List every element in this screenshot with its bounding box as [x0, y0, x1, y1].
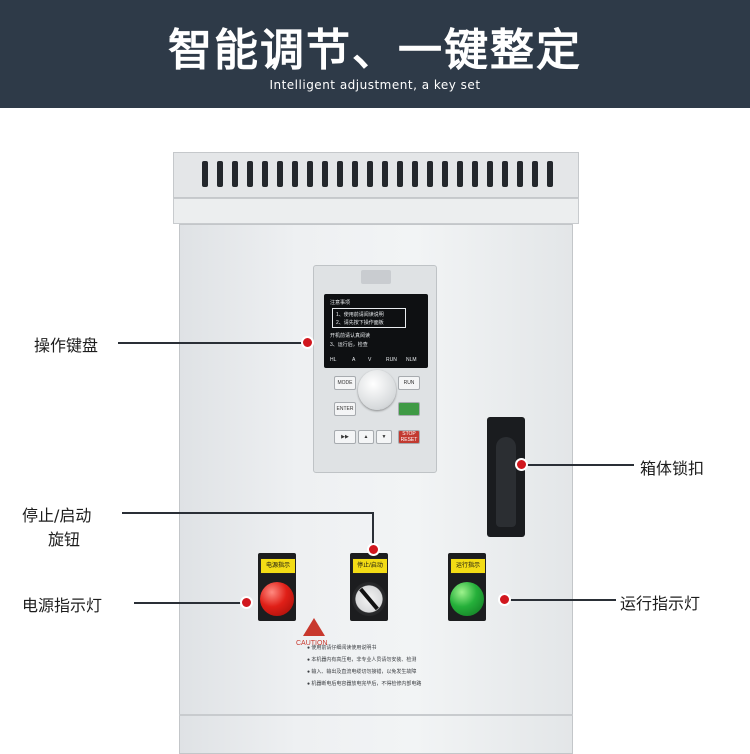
lcd-line: 3、运行后，检查: [330, 342, 368, 348]
leader-switch-down: [372, 512, 374, 548]
banner-subtitle: Intelligent adjustment, a key set: [269, 78, 481, 92]
callout-dot-switch: [367, 543, 380, 556]
lcd-display: 注意事项 1、使用前请阅读说明 2、请先按下操作面板 开机前请认真阅读 3、运行…: [324, 294, 428, 368]
warning-triangle-icon: [303, 618, 325, 636]
lcd-line: 开机前请认真阅读: [330, 333, 371, 339]
enter-button[interactable]: ENTER: [334, 402, 356, 416]
caution-line: ● 本机器内有高压电，非专业人员请勿安装、检测: [307, 657, 417, 663]
banner-title: 智能调节、一键整定: [168, 25, 582, 76]
callout-power-lamp: 电源指示灯: [22, 596, 103, 615]
run-green-button[interactable]: [398, 402, 420, 416]
lcd-line: 1、使用前请阅读说明: [336, 312, 384, 318]
callout-keypad: 操作键盘: [34, 336, 99, 355]
power-indicator-lamp: [260, 582, 294, 616]
leader-run-lamp: [506, 599, 616, 601]
cabinet-lock[interactable]: [487, 417, 525, 537]
header-banner: 智能调节、一键整定 Intelligent adjustment, a key …: [0, 0, 750, 108]
leader-switch: [122, 512, 374, 514]
stop-start-switch[interactable]: [352, 582, 386, 616]
callout-dot-power: [240, 596, 253, 609]
callout-switch-line2: 旋钮: [48, 530, 81, 549]
leader-lock: [522, 464, 634, 466]
caution-line: ● 机器断电后电容器放电完毕后，不得检修内部电路: [307, 681, 422, 687]
lcd-indicator: A: [352, 357, 356, 363]
lcd-highlight: [332, 308, 406, 328]
operation-keypad: 注意事项 1、使用前请阅读说明 2、请先按下操作面板 开机前请认真阅读 3、运行…: [313, 265, 437, 473]
callout-switch-line1: 停止/启动: [22, 506, 92, 525]
run-indicator-lamp: [450, 582, 484, 616]
stop-reset-button[interactable]: STOP RESET: [398, 430, 420, 444]
power-plate: 电源指示: [260, 558, 296, 574]
lcd-indicator: NLM: [406, 357, 417, 363]
door-seam: [179, 714, 573, 716]
caution-title: CAUTION: [296, 640, 328, 647]
caution-line: ● 输入、输出及直流电缆切勿接错，以免发生故障: [307, 669, 417, 675]
leader-power-lamp: [134, 602, 244, 604]
lock-handle[interactable]: [496, 437, 516, 527]
callout-dot-keypad: [301, 336, 314, 349]
lcd-indicator: HL: [330, 357, 337, 363]
caution-line: ● 使用前请仔细阅读使用说明书: [307, 645, 377, 651]
lcd-indicator: V: [368, 357, 372, 363]
callout-lock: 箱体锁扣: [640, 459, 705, 478]
mode-button[interactable]: MODE: [334, 376, 356, 390]
adjust-knob[interactable]: [358, 370, 396, 410]
callout-run-lamp: 运行指示灯: [620, 594, 701, 613]
leader-keypad: [118, 342, 308, 344]
cabinet-lip: [173, 198, 579, 224]
shift-button[interactable]: ▶▶: [334, 430, 356, 444]
lcd-indicator: RUN: [386, 357, 397, 363]
callout-dot-lock: [515, 458, 528, 471]
lcd-line: 2、请先按下操作面板: [336, 320, 384, 326]
lcd-line: 注意事项: [330, 300, 351, 306]
up-button[interactable]: ▲: [358, 430, 374, 444]
top-vent: [173, 152, 579, 198]
down-button[interactable]: ▼: [376, 430, 392, 444]
callout-dot-run: [498, 593, 511, 606]
run-button[interactable]: RUN: [398, 376, 420, 390]
keypad-tab: [361, 270, 391, 284]
switch-plate: 停止/启动: [352, 558, 388, 574]
vent-slots: [202, 161, 553, 187]
run-plate: 运行指示: [450, 558, 486, 574]
switch-handle[interactable]: [359, 587, 379, 611]
